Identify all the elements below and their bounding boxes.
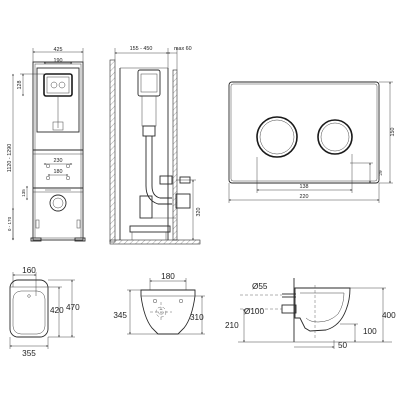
bowl-top-view: 160 420 470 355: [9, 266, 80, 358]
dim-panel-width: 190: [54, 58, 63, 64]
dim-bowl-width: 355: [22, 349, 36, 358]
dim-side-135: 135: [21, 189, 26, 197]
dim-rear-height-345: 345: [113, 311, 127, 320]
dim-diam-55: Ø55: [252, 282, 268, 291]
dim-max-depth: max 60: [174, 46, 192, 52]
large-flush-button: [256, 116, 298, 158]
dim-rear-height-310: 310: [190, 313, 204, 322]
dim-bottom-range: 0 - 170: [7, 216, 12, 231]
dim-button-spacing: 138: [300, 184, 309, 190]
small-flush-button: [317, 119, 353, 155]
dim-spacing-230: 230: [54, 158, 63, 164]
dim-side-offset-100: 100: [363, 327, 377, 336]
dim-bowl-width-top: 160: [22, 266, 36, 275]
flush-plate-view: 150 29 138 220: [228, 81, 396, 203]
frame-front-view: 425 190 128 1120 - 1290 230 180 135 0 - …: [7, 47, 86, 242]
dim-plate-width: 220: [300, 194, 309, 200]
frame-side-view: 155 - 450 max 60 320: [109, 46, 202, 245]
bowl-rear-view: 180 345 310: [113, 272, 205, 335]
dim-bottom-320: 320: [196, 208, 202, 217]
dim-side-offset-50: 50: [338, 341, 348, 350]
bowl-side-view: Ø55 Ø100 210 400 100 50: [225, 278, 396, 350]
dim-side-height-400: 400: [382, 311, 396, 320]
dim-diam-100: Ø100: [244, 307, 264, 316]
dim-margin-29: 29: [378, 170, 383, 176]
dim-plate-height: 150: [390, 128, 396, 137]
dim-depth-range: 155 - 450: [130, 46, 153, 52]
dim-height-range: 1120 - 1290: [7, 144, 13, 172]
dim-bowl-length: 470: [66, 303, 80, 312]
dim-bowl-inner-length: 420: [50, 306, 64, 315]
dim-side-height-210: 210: [225, 321, 239, 330]
dim-rear-top-width: 180: [161, 272, 175, 281]
dim-spacing-180: 180: [54, 169, 63, 175]
dim-total-width: 425: [54, 47, 63, 53]
dim-top-offset: 128: [17, 81, 23, 90]
